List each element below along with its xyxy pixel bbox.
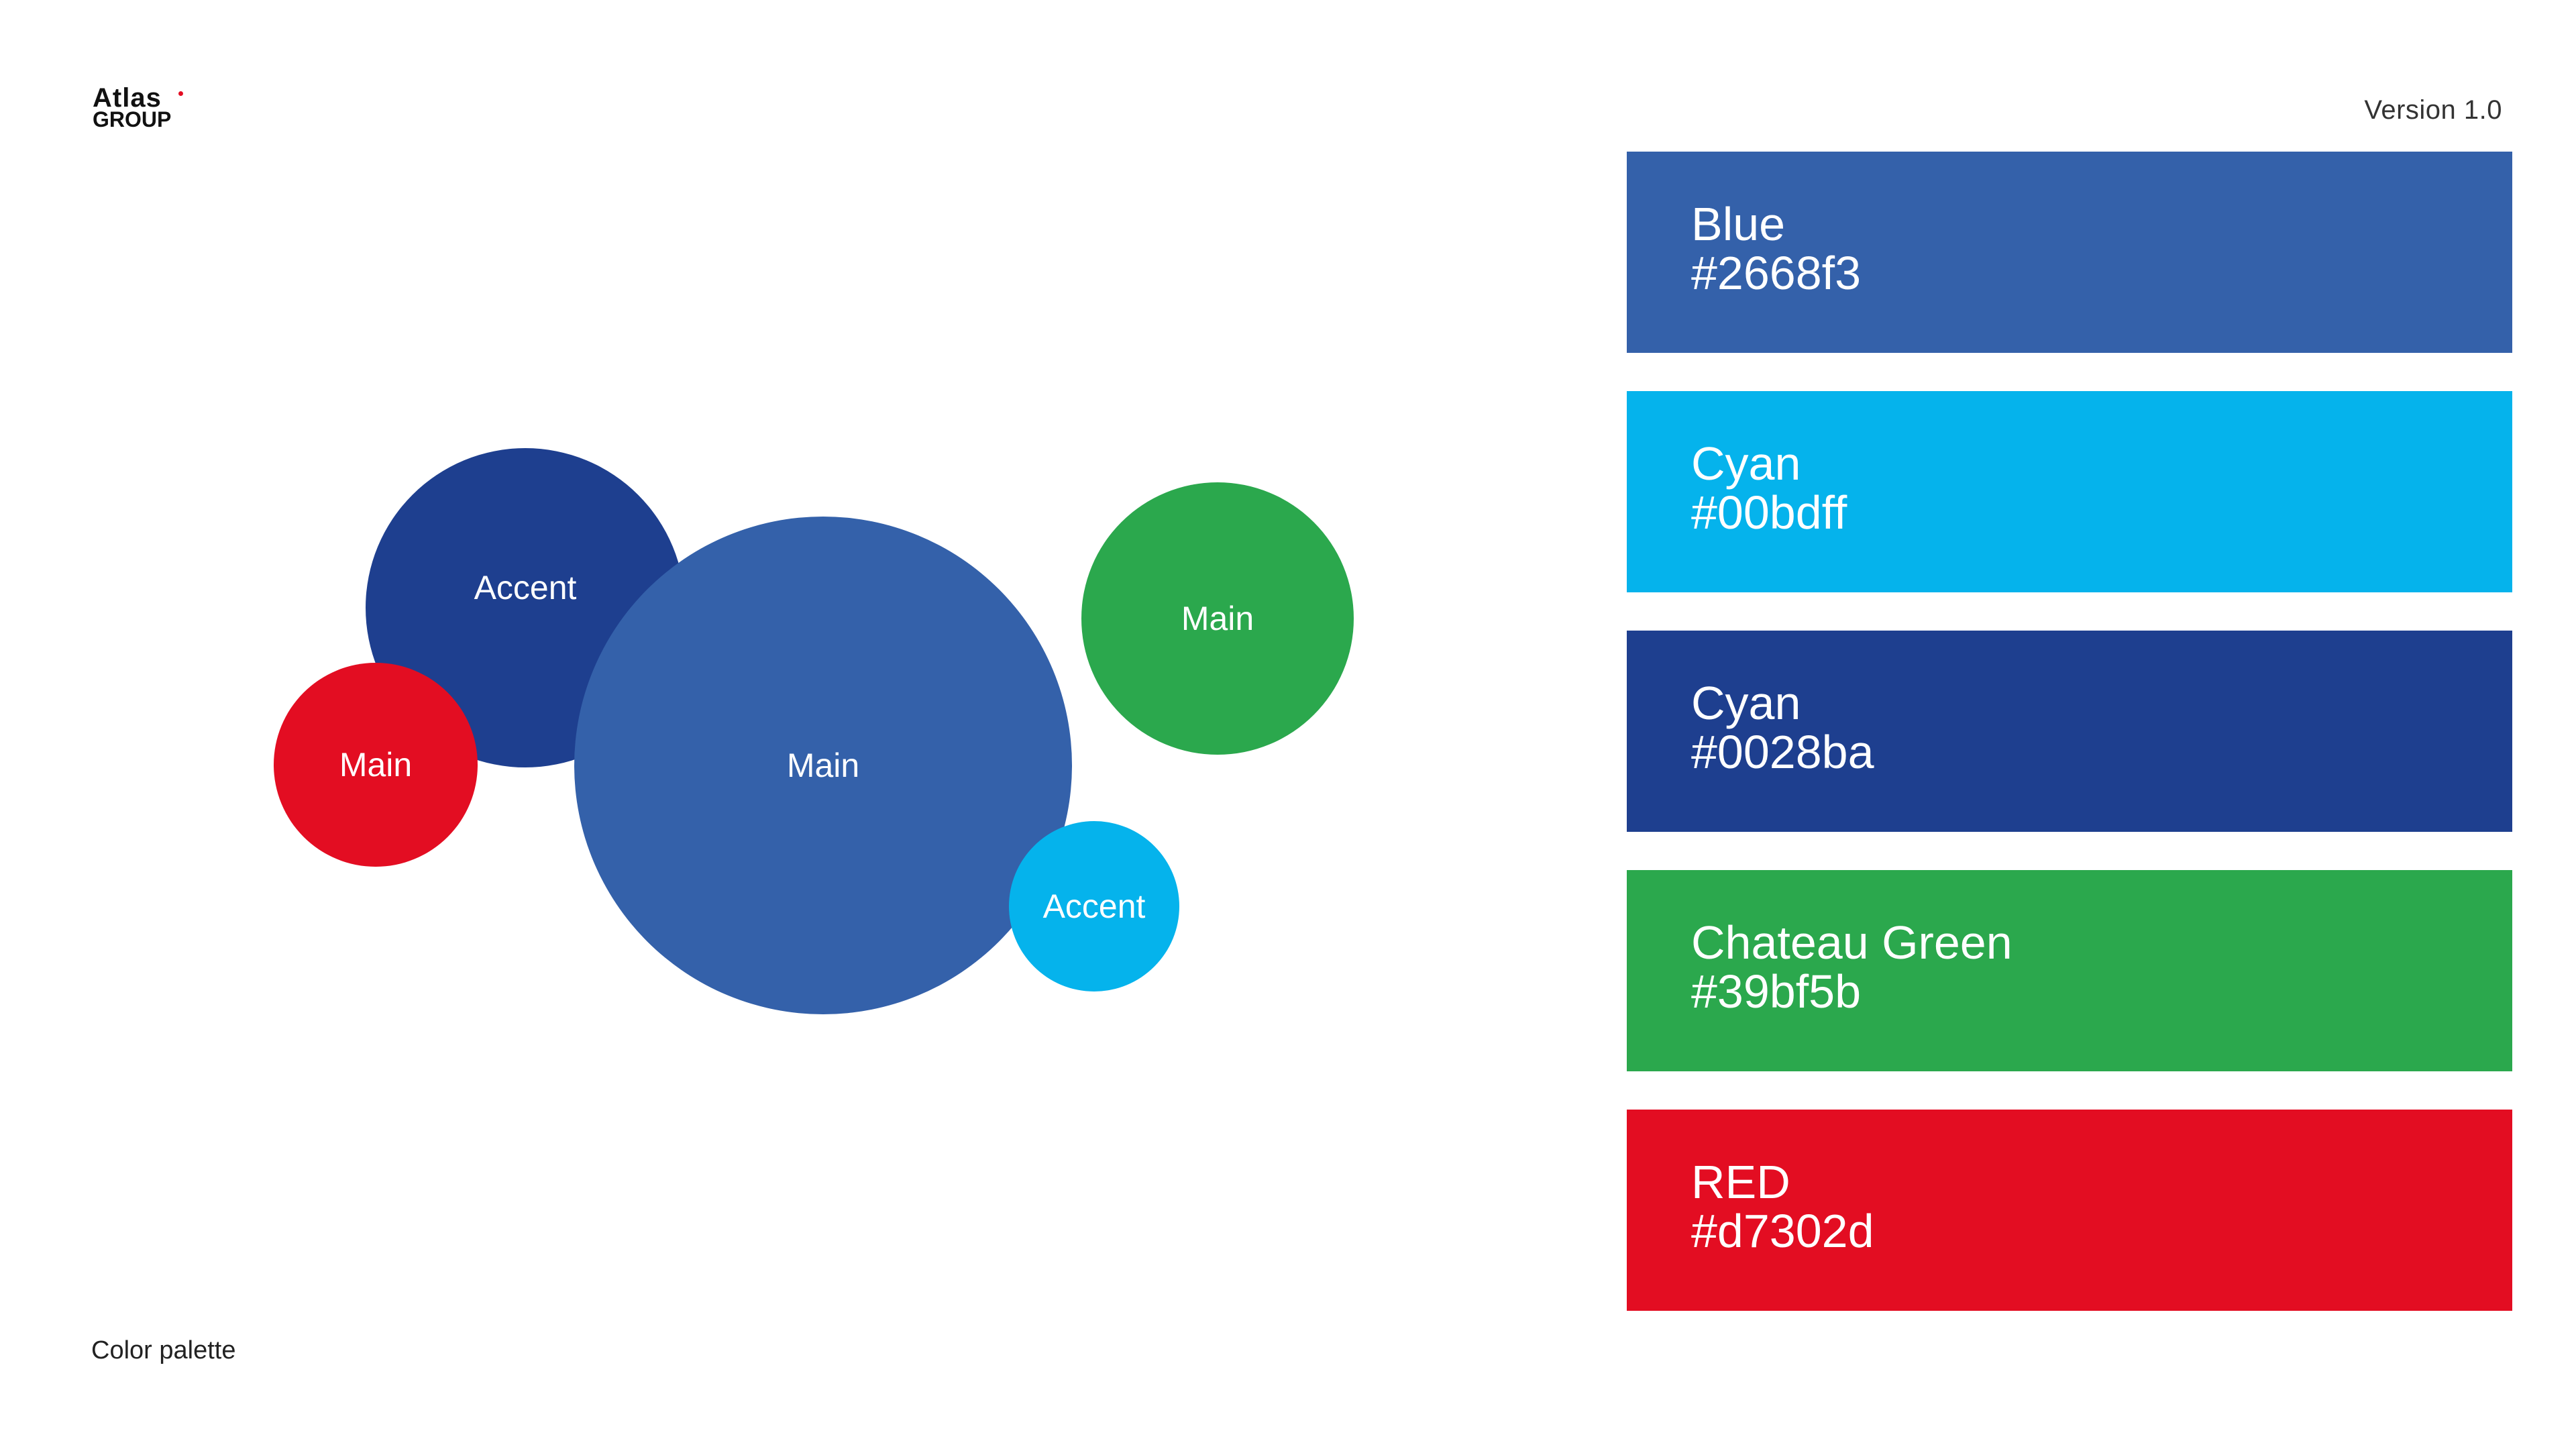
swatch-dark-cyan: Cyan #0028ba — [1627, 631, 2512, 832]
bubble-label: Accent — [1042, 888, 1146, 925]
logo-dot-icon — [178, 91, 183, 96]
bubble-label: Main — [339, 746, 413, 784]
bubble-main-red: Main — [274, 663, 478, 867]
bubble-main-blue: Main — [574, 517, 1072, 1014]
swatch-name: Blue — [1691, 198, 1786, 250]
bubble-label: Accent — [474, 569, 577, 606]
atlas-group-logo: Atlas GROUP — [93, 83, 193, 131]
swatch-hex: #00bdff — [1691, 486, 1847, 539]
swatch-name: RED — [1691, 1156, 1790, 1208]
swatch-hex: #2668f3 — [1691, 247, 1862, 299]
swatch-blue: Blue #2668f3 — [1627, 152, 2512, 353]
swatch-hex: #0028ba — [1691, 726, 1874, 778]
version-label: Version 1.0 — [2364, 95, 2502, 125]
swatch-chateau-green: Chateau Green #39bf5b — [1627, 870, 2512, 1071]
swatch-name: Chateau Green — [1691, 916, 2012, 969]
logo-line-1: Atlas — [93, 83, 162, 113]
logo-line-2: GROUP — [93, 107, 172, 131]
bubble-label: Main — [1181, 600, 1254, 637]
swatch-hex: #39bf5b — [1691, 965, 1862, 1018]
bubble-accent-cyan: Accent — [1009, 821, 1179, 991]
swatch-name: Cyan — [1691, 677, 1801, 729]
swatch-red: RED #d7302d — [1627, 1110, 2512, 1311]
page-title: Color palette — [91, 1336, 236, 1364]
swatch-hex: #d7302d — [1691, 1205, 1874, 1257]
swatch-name: Cyan — [1691, 437, 1801, 490]
bubble-main-green: Main — [1081, 482, 1354, 755]
swatch-cyan: Cyan #00bdff — [1627, 391, 2512, 592]
bubble-label: Main — [786, 747, 860, 784]
